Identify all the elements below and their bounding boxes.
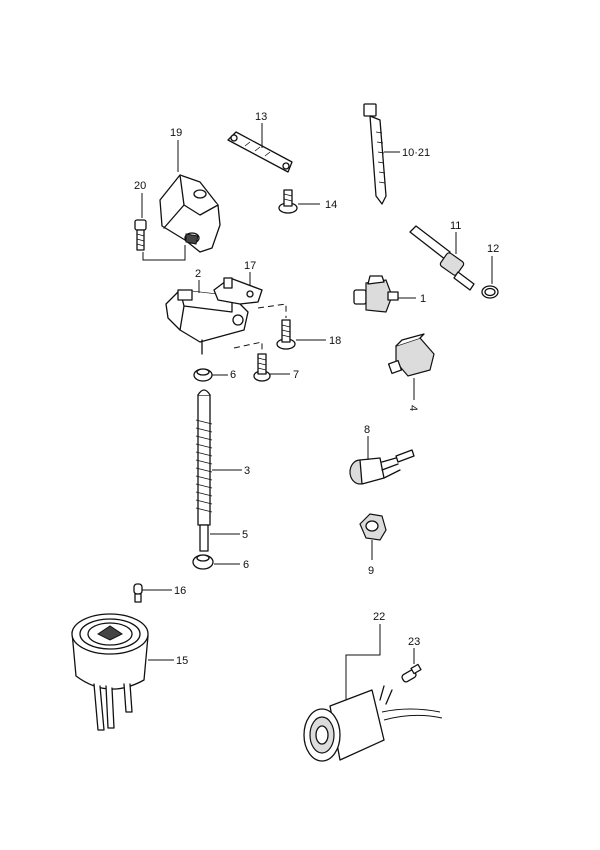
callout-20: 20 [134,180,146,192]
part-9-grommet [359,513,387,541]
assembly-line-18 [257,303,287,318]
callout-18: 18 [329,335,341,347]
callout-10-21: 10·21 [402,147,430,159]
part-6-nut-lower [192,554,214,570]
callout-6-lower: 6 [243,559,249,571]
assembly-line-7 [233,341,263,354]
part-11-sensor [409,225,475,291]
part-22-gauge-assembly [303,685,443,762]
part-15-gauge [71,613,149,731]
callout-4: 4 [407,405,419,411]
part-20-bolt [134,219,147,251]
callout-16: 16 [174,585,186,597]
callout-3: 3 [244,465,250,477]
part-4-sender [387,333,435,377]
part-23-bulb [401,663,422,683]
callout-23: 23 [408,636,420,648]
part-14-screw [278,189,298,214]
part-6-nut-upper [193,368,213,382]
part-7-bolt [253,353,271,382]
part-13-strap [227,131,293,173]
part-3-threaded-rod [195,389,213,526]
callout-11: 11 [450,220,461,232]
callout-2: 2 [195,268,201,280]
callout-6-upper: 6 [230,369,236,381]
part-17-plate [213,277,263,305]
callout-19: 19 [170,127,182,139]
callout-17: 17 [244,260,256,272]
part-5-rod-end [199,524,209,552]
callout-7: 7 [293,369,299,381]
callout-15: 15 [176,655,188,667]
callout-5: 5 [242,529,248,541]
part-16-bulb [133,583,143,603]
callout-13: 13 [255,111,267,123]
callout-14: 14 [325,199,337,211]
leader-22 [345,624,381,700]
part-19-bracket [159,174,221,253]
part-18-screw [276,319,296,350]
callout-9: 9 [368,565,374,577]
callout-1: 1 [420,293,426,305]
part-8-bulb-socket [349,449,415,485]
part-12-o-ring [481,285,499,299]
part-1-switch [353,275,399,313]
callout-8: 8 [364,424,370,436]
part-10-21-cable-tie [363,103,387,205]
leader-19-20-link [142,245,186,261]
callout-22: 22 [373,611,385,623]
callout-12: 12 [487,243,499,255]
